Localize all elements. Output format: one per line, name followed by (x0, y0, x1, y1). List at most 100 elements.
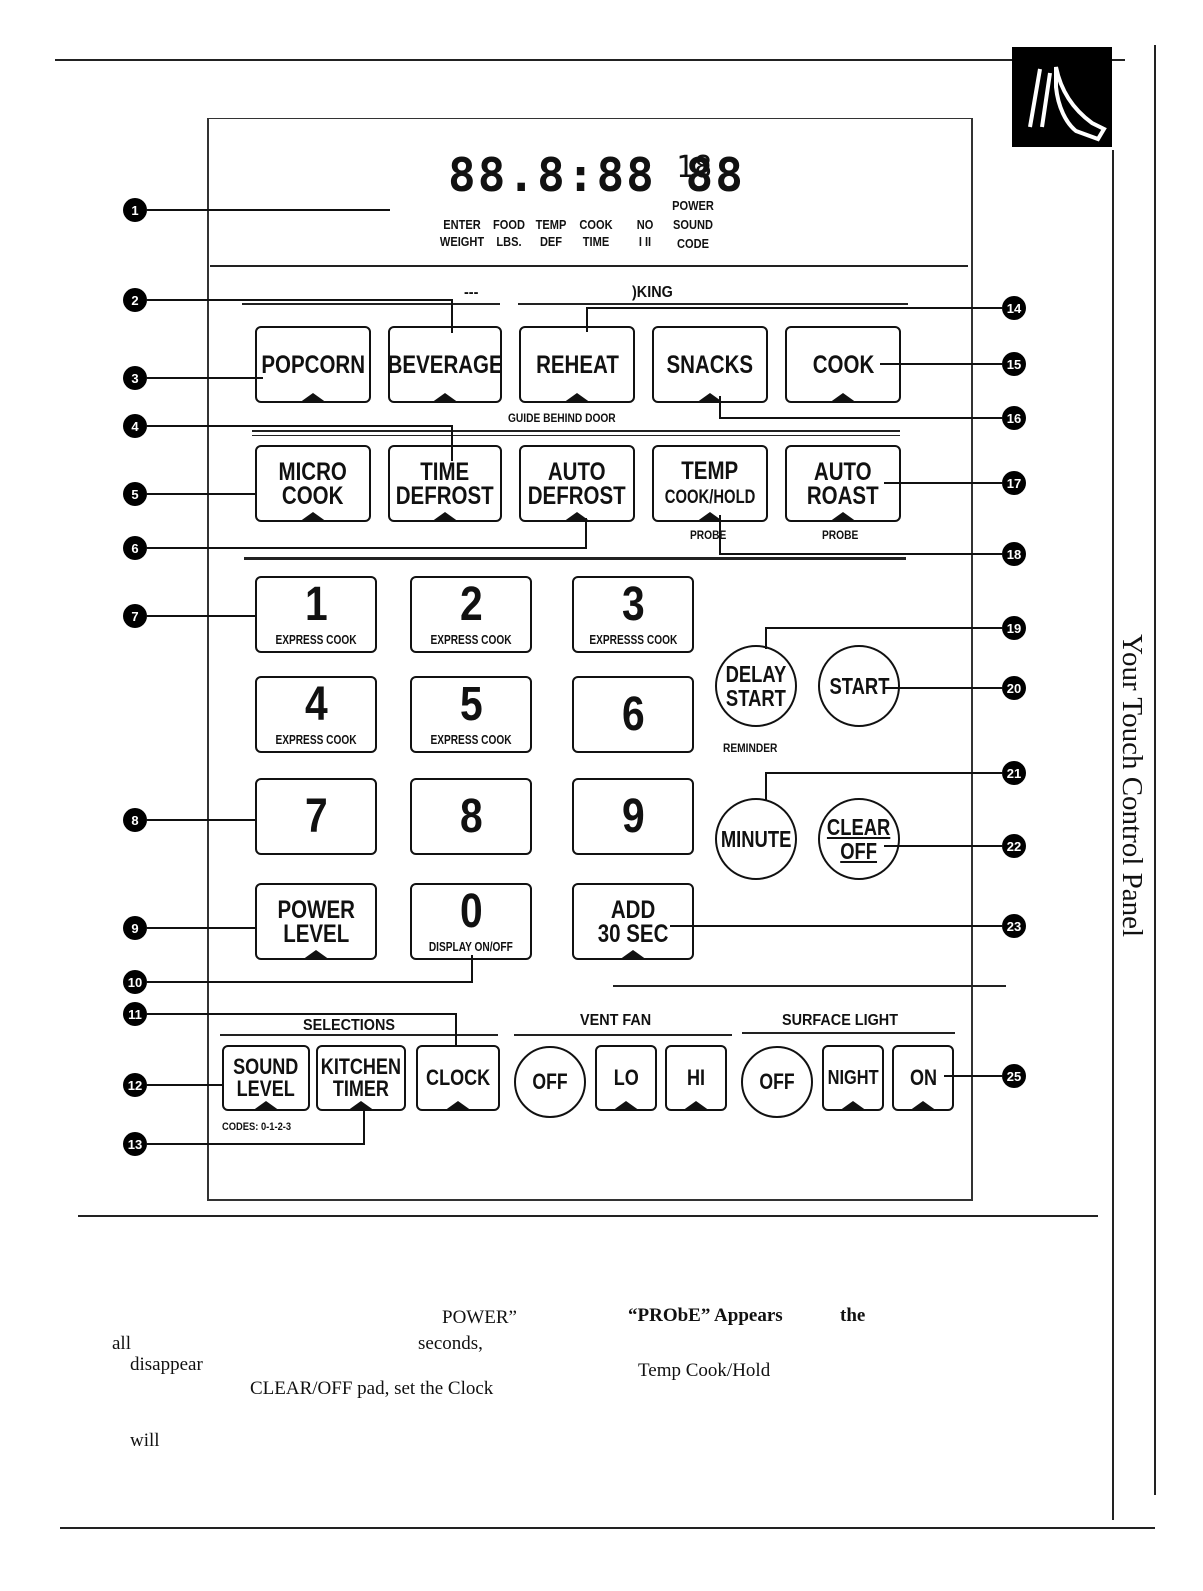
up-arrow-icon (347, 1101, 375, 1111)
body-the: the (840, 1305, 866, 1326)
body-temp-cook-hold: Temp Cook/Hold (638, 1360, 771, 1381)
codes-label: CODES: 0-1-2-3 (222, 1121, 292, 1133)
up-arrow-icon (839, 1101, 867, 1111)
leader-21 (766, 772, 1002, 774)
surface-light-label: SURFACE LIGHT (782, 1012, 899, 1029)
leader-22 (884, 845, 1002, 847)
night-light-button[interactable]: NIGHT (822, 1045, 884, 1111)
minute-button[interactable]: MINUTE (715, 798, 797, 880)
snacks-button[interactable]: SNACKS (652, 326, 768, 403)
leader-6-rise (585, 518, 587, 549)
leader-21-drop (765, 772, 767, 800)
leader-6 (146, 547, 586, 549)
body-will: will (130, 1430, 160, 1451)
body-all: all (112, 1333, 131, 1354)
leader-23 (670, 925, 1002, 927)
callout-20: 20 (1002, 676, 1026, 700)
top-rule (55, 59, 1125, 61)
leader-1 (146, 209, 390, 211)
up-arrow-icon (563, 393, 591, 403)
callout-5: 5 (123, 482, 147, 506)
light-on-button[interactable]: ON (892, 1045, 954, 1111)
key-6-button[interactable]: 6 (572, 676, 694, 753)
body-power-quote: POWER” (442, 1307, 517, 1328)
beverage-button[interactable]: BEVERAGE (387, 326, 503, 403)
vent-lo-button[interactable]: LO (595, 1045, 657, 1111)
key-8-button[interactable]: 8 (410, 778, 532, 855)
keypad-rule (244, 557, 906, 560)
callout-18: 18 (1002, 542, 1026, 566)
cooking-label-left: --- (464, 284, 479, 301)
vent-hi-button[interactable]: HI (665, 1045, 727, 1111)
auto-defrost-button[interactable]: AUTO DEFROST (519, 445, 635, 522)
body-probe-appears: “PRObE” Appears (628, 1305, 783, 1326)
key-9-button[interactable]: 9 (572, 778, 694, 855)
leader-5 (146, 493, 257, 495)
cook-button[interactable]: COOK (785, 326, 901, 403)
leader-12 (146, 1084, 224, 1086)
leader-16 (720, 417, 1002, 419)
leader-3 (146, 377, 263, 379)
display-digits: 88.8:88 88 (448, 148, 745, 202)
cooking-label: )KING (632, 284, 673, 301)
leader-4-drop (451, 425, 453, 461)
display-power-label: POWER (672, 198, 714, 213)
leader-10 (146, 981, 473, 983)
start-button[interactable]: START (818, 645, 900, 727)
cooking-rule-right (518, 303, 908, 305)
clock-button[interactable]: CLOCK (416, 1045, 500, 1111)
up-arrow-icon (302, 950, 330, 960)
callout-12: 12 (123, 1073, 147, 1097)
callout-13: 13 (123, 1132, 147, 1156)
add-30-sec-button[interactable]: ADD 30 SEC (572, 883, 694, 960)
leader-15 (880, 363, 1002, 365)
leader-11-drop (455, 1013, 457, 1047)
popcorn-button[interactable]: POPCORN (255, 326, 371, 403)
vent-off-button[interactable]: OFF (514, 1046, 586, 1118)
vent-fan-rule (514, 1034, 732, 1036)
display-divider (210, 265, 968, 267)
callout-22: 22 (1002, 834, 1026, 858)
callout-2: 2 (123, 288, 147, 312)
clear-off-button[interactable]: CLEAR OFF (818, 798, 900, 880)
callout-3: 3 (123, 366, 147, 390)
kitchen-timer-button[interactable]: KITCHEN TIMER (316, 1045, 406, 1111)
callout-16: 16 (1002, 406, 1026, 430)
callout-17: 17 (1002, 471, 1026, 495)
row2-rule-b (252, 435, 900, 436)
reheat-button[interactable]: REHEAT (519, 326, 635, 403)
selections-label: SELECTIONS (303, 1017, 396, 1034)
cooking-rule-left (242, 303, 500, 305)
leader-8 (146, 819, 257, 821)
leader-14-drop (586, 307, 588, 332)
callout-10: 10 (123, 970, 147, 994)
leader-14 (587, 307, 1002, 309)
key-7-button[interactable]: 7 (255, 778, 377, 855)
auto-roast-button[interactable]: AUTO ROAST (785, 445, 901, 522)
time-defrost-button[interactable]: TIME DEFROST (388, 445, 502, 522)
vent-fan-label: VENT FAN (580, 1012, 652, 1029)
up-arrow-icon (619, 950, 647, 960)
tab-rule (1112, 150, 1114, 1520)
light-off-button[interactable]: OFF (741, 1046, 813, 1118)
power-level-button[interactable]: POWER LEVEL (255, 883, 377, 960)
up-arrow-icon (829, 393, 857, 403)
body-seconds: seconds, (418, 1333, 483, 1354)
delay-start-button[interactable]: DELAY START (715, 645, 797, 727)
bottom-rule (60, 1527, 1155, 1529)
micro-cook-button[interactable]: MICRO COOK (255, 445, 371, 522)
up-arrow-icon (299, 393, 327, 403)
up-arrow-icon (696, 512, 724, 522)
sound-level-button[interactable]: SOUND LEVEL (222, 1045, 310, 1111)
body-clear-off: CLEAR/OFF pad, set the Clock (250, 1378, 494, 1399)
